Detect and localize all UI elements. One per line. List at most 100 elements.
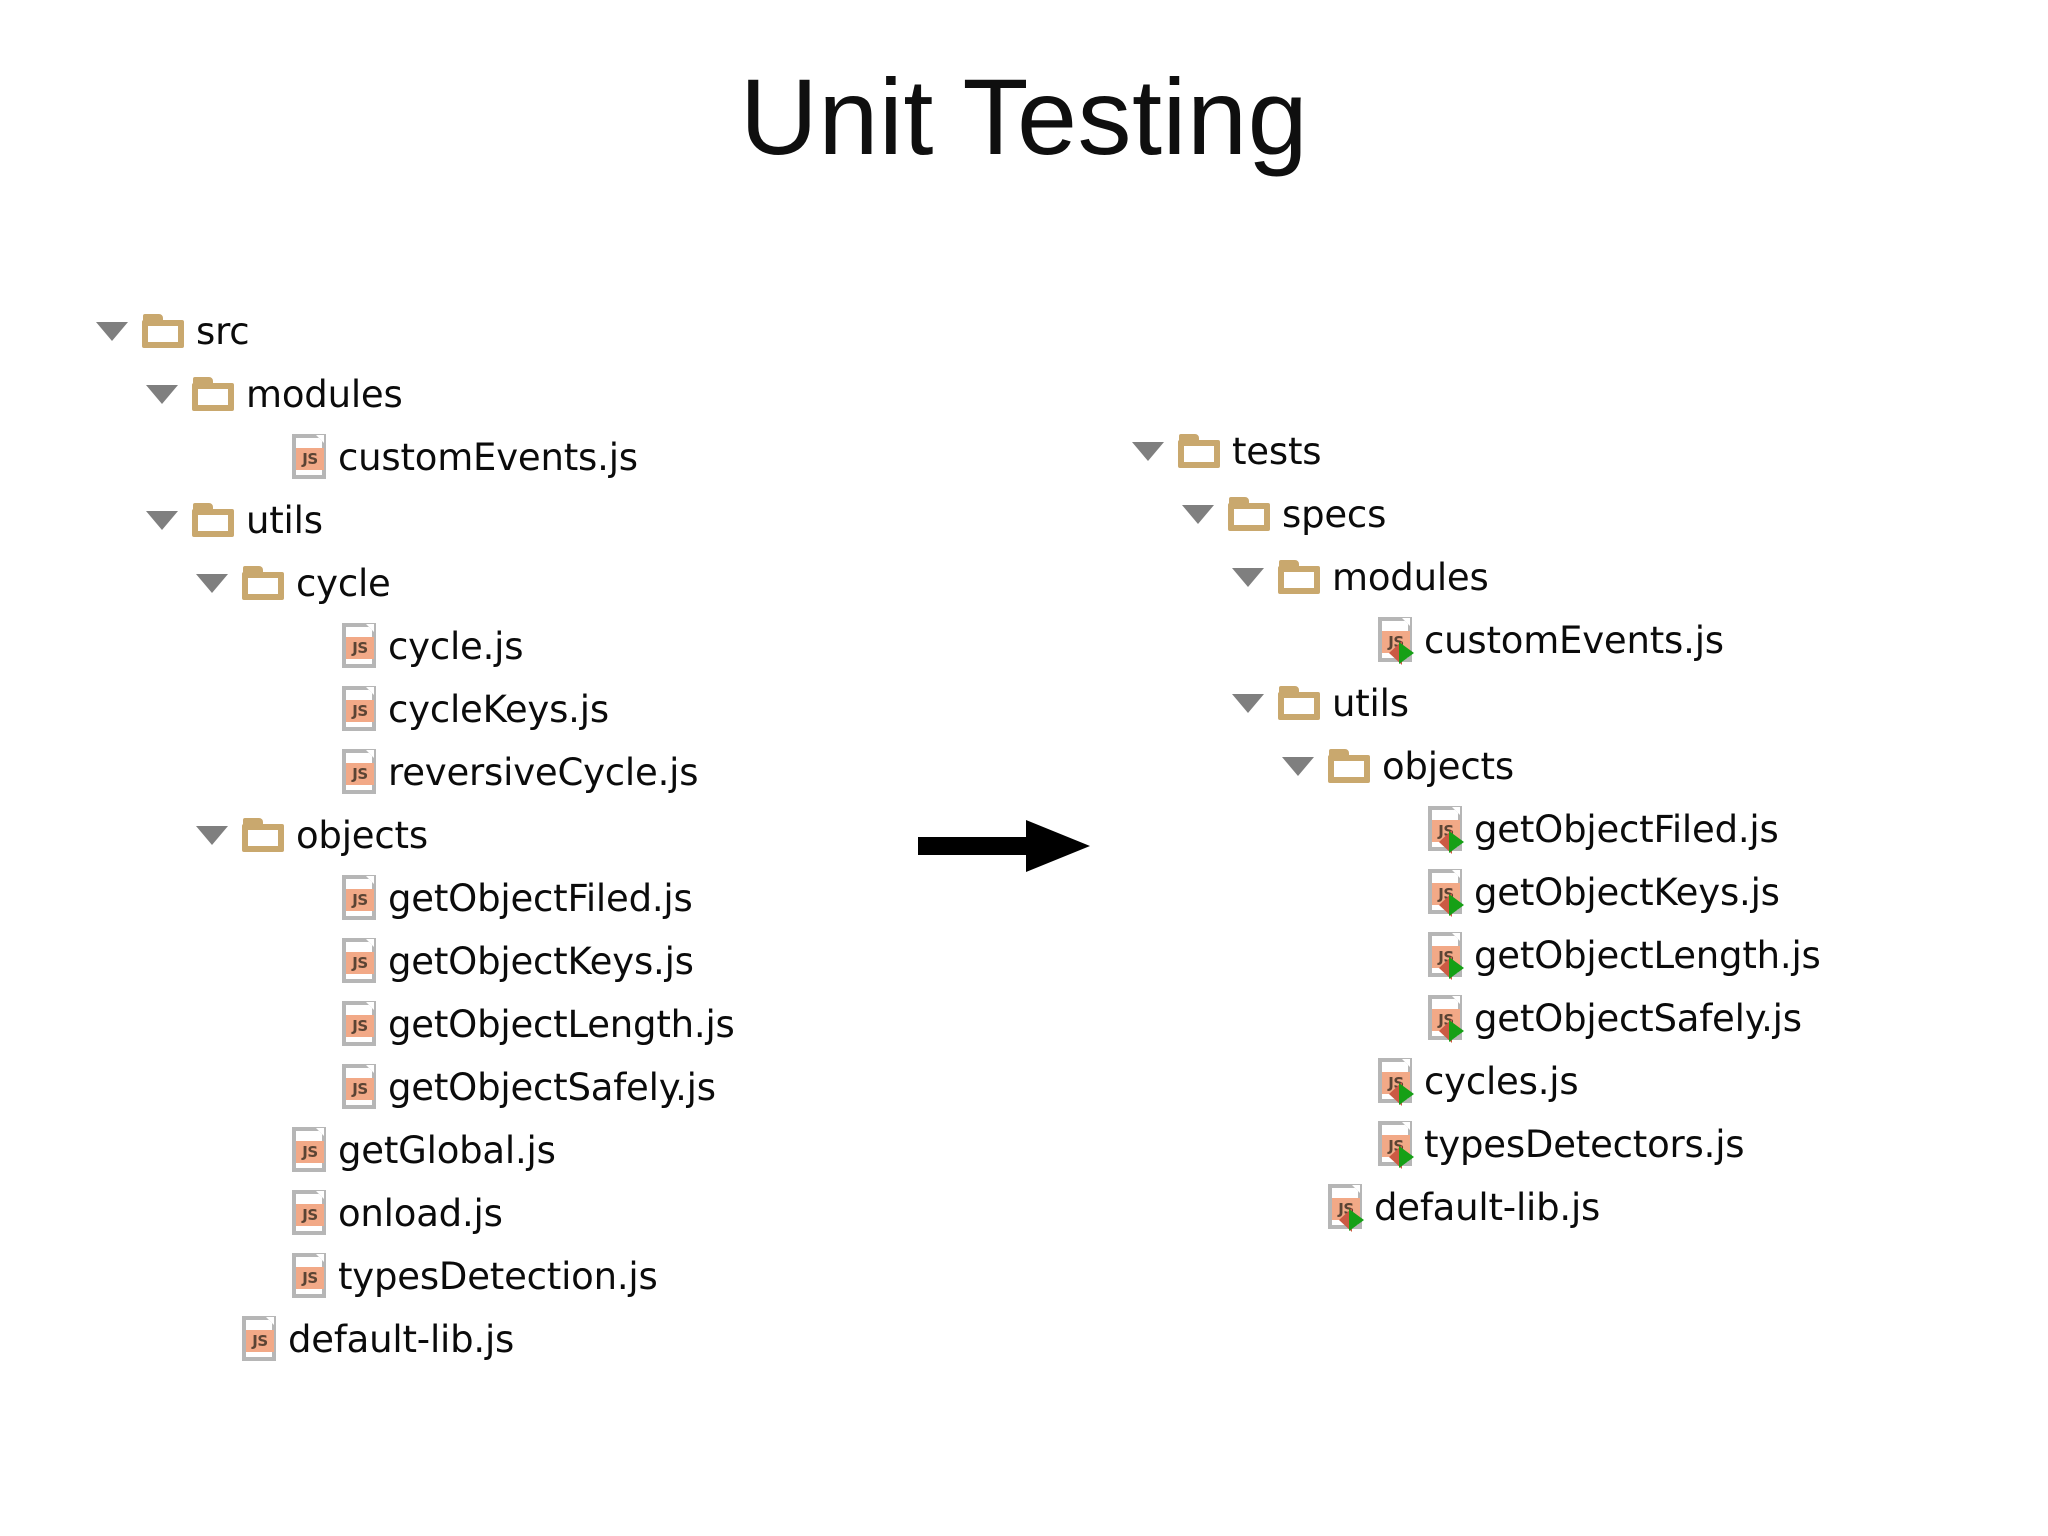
js-test-file-icon: JS: [1378, 616, 1416, 665]
js-file-icon: JS: [342, 685, 380, 734]
chevron-down-icon[interactable]: [1232, 546, 1266, 609]
file-label: getObjectSafely.js: [1474, 997, 1802, 1040]
js-test-file-icon: JS: [1328, 1183, 1366, 1232]
js-test-file-icon: JS: [1428, 805, 1466, 854]
chevron-down-icon[interactable]: [196, 552, 230, 615]
js-test-file-icon: JS: [1428, 868, 1466, 917]
chevron-down-icon[interactable]: [146, 363, 180, 426]
run-test-play-badge-icon: [1389, 640, 1415, 665]
tree-folder-row[interactable]: cycle: [96, 552, 735, 615]
chevron-down-icon[interactable]: [1182, 483, 1216, 546]
js-file-icon: JS: [342, 1063, 380, 1112]
folder-label: modules: [246, 373, 403, 416]
js-file-icon: JS: [342, 748, 380, 797]
folder-icon: [242, 565, 286, 602]
js-file-icon: JS: [292, 433, 330, 482]
chevron-down-icon[interactable]: [146, 489, 180, 552]
file-label: getGlobal.js: [338, 1129, 556, 1172]
file-label: default-lib.js: [288, 1318, 515, 1361]
folder-icon: [1328, 748, 1372, 785]
folder-label: specs: [1282, 493, 1387, 536]
folder-icon: [142, 313, 186, 350]
file-label: customEvents.js: [338, 436, 638, 479]
file-label: onload.js: [338, 1192, 503, 1235]
chevron-down-icon[interactable]: [1132, 420, 1166, 483]
run-test-play-badge-icon: [1439, 1018, 1465, 1043]
file-label: customEvents.js: [1424, 619, 1724, 662]
tree-folder-row[interactable]: utils: [96, 489, 735, 552]
file-label: getObjectFiled.js: [1474, 808, 1779, 851]
folder-icon: [192, 502, 236, 539]
folder-icon: [242, 817, 286, 854]
run-test-play-badge-icon: [1439, 892, 1465, 917]
chevron-down-icon[interactable]: [1282, 735, 1316, 798]
folder-icon: [1228, 496, 1272, 533]
js-test-file-icon: JS: [1378, 1057, 1416, 1106]
folder-icon: [1278, 559, 1322, 596]
file-label: getObjectLength.js: [1474, 934, 1821, 977]
run-test-play-badge-icon: [1439, 955, 1465, 980]
js-test-file-icon: JS: [1378, 1120, 1416, 1169]
file-label: default-lib.js: [1374, 1186, 1601, 1229]
tree-folder-row[interactable]: tests: [1132, 420, 1821, 483]
js-file-icon: JS: [342, 874, 380, 923]
file-label: getObjectSafely.js: [388, 1066, 716, 1109]
folder-label: tests: [1232, 430, 1322, 473]
js-file-icon: JS: [342, 937, 380, 986]
tree-folder-row[interactable]: objects: [1132, 735, 1821, 798]
js-file-icon: JS: [242, 1315, 280, 1364]
chevron-down-icon[interactable]: [196, 804, 230, 867]
run-test-play-badge-icon: [1339, 1207, 1365, 1232]
file-label: cycles.js: [1424, 1060, 1579, 1103]
folder-label: modules: [1332, 556, 1489, 599]
folder-label: objects: [296, 814, 428, 857]
folder-label: utils: [1332, 682, 1409, 725]
folder-label: cycle: [296, 562, 391, 605]
folder-label: utils: [246, 499, 323, 542]
run-test-play-badge-icon: [1389, 1144, 1415, 1169]
file-label: cycleKeys.js: [388, 688, 609, 731]
tree-folder-row[interactable]: modules: [96, 363, 735, 426]
file-label: typesDetection.js: [338, 1255, 658, 1298]
js-file-icon: JS: [292, 1252, 330, 1301]
tree-folder-row[interactable]: src: [96, 300, 735, 363]
js-test-file-icon: JS: [1428, 994, 1466, 1043]
tree-folder-row[interactable]: modules: [1132, 546, 1821, 609]
folder-label: src: [196, 310, 250, 353]
run-test-play-badge-icon: [1439, 829, 1465, 854]
folder-icon: [1278, 685, 1322, 722]
file-label: reversiveCycle.js: [388, 751, 699, 794]
chevron-down-icon[interactable]: [1232, 672, 1266, 735]
js-test-file-icon: JS: [1428, 931, 1466, 980]
file-label: getObjectFiled.js: [388, 877, 693, 920]
file-label: getObjectLength.js: [388, 1003, 735, 1046]
file-label: cycle.js: [388, 625, 524, 668]
tree-folder-row[interactable]: objects: [96, 804, 735, 867]
js-file-icon: JS: [342, 622, 380, 671]
chevron-down-icon[interactable]: [96, 300, 130, 363]
page-title: Unit Testing: [739, 56, 1309, 177]
tree-folder-row[interactable]: utils: [1132, 672, 1821, 735]
tree-folder-row[interactable]: specs: [1132, 483, 1821, 546]
